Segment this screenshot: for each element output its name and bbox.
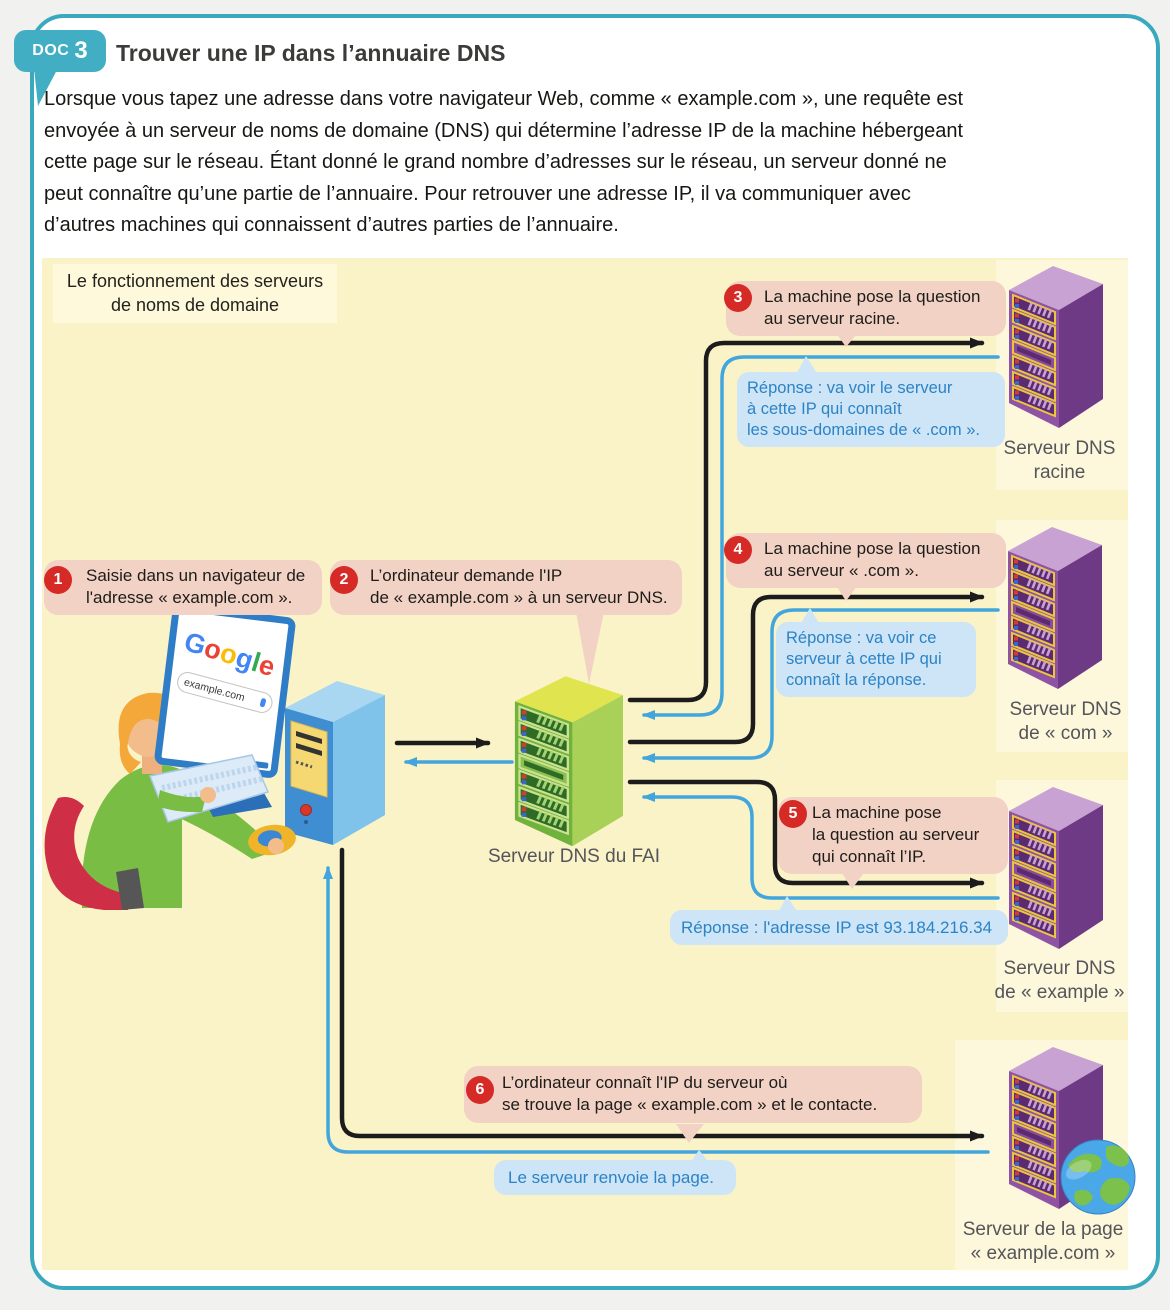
mic-icon	[259, 697, 267, 708]
server-label-page: Serveur de la page « example.com »	[962, 1219, 1124, 1264]
server-label-com: Serveur DNS de « com »	[1009, 699, 1122, 744]
step-bubble-6: L’ordinateur connaît l'IP du serveur où …	[464, 1066, 922, 1123]
step-number-3: 3	[724, 284, 752, 312]
response-bubble-com: Réponse : va voir ce serveur à cette IP …	[776, 622, 976, 697]
step-number-5: 5	[779, 800, 807, 828]
step-bubble-5: La machine pose la question au serveur q…	[778, 797, 1008, 874]
step-bubble-1: Saisie dans un navigateur de l'adresse «…	[44, 560, 322, 615]
step-bubble-3: La machine pose la question au serveur r…	[726, 281, 1006, 336]
response-bubble-example: Réponse : l'adresse IP est 93.184.216.34	[670, 910, 1008, 945]
diagram-title: Le fonctionnement des serveurs de noms d…	[53, 264, 337, 323]
page-title: Trouver une IP dans l’annuaire DNS	[116, 40, 506, 66]
step-number-1: 1	[44, 566, 72, 594]
server-label-example: Serveur DNS de « example »	[994, 958, 1125, 1003]
diagram-title-line: de noms de domaine	[110, 295, 280, 315]
step-bubble-4: La machine pose la question au serveur «…	[726, 533, 1006, 588]
doc-badge-label: DOC	[32, 42, 70, 59]
server-label-fai: Serveur DNS du FAI	[487, 846, 661, 867]
doc-badge-number: 3	[74, 37, 88, 64]
search-value: example.com	[182, 675, 247, 704]
step-bubble-2: L’ordinateur demande l'IP de « example.c…	[330, 560, 682, 615]
step-number-4: 4	[724, 536, 752, 564]
intro-paragraph: Lorsque vous tapez une adresse dans votr…	[44, 88, 964, 236]
server-label-racine: Serveur DNS racine	[1003, 438, 1116, 483]
monitor: Google example.com	[153, 603, 297, 779]
screen-taskbar	[238, 759, 269, 769]
doc-badge: DOC 3	[14, 30, 106, 72]
response-bubble-page: Le serveur renvoie la page.	[494, 1160, 736, 1195]
step-number-2: 2	[330, 566, 358, 594]
step-number-6: 6	[466, 1076, 494, 1104]
diagram-title-line: Le fonctionnement des serveurs	[66, 271, 324, 291]
response-bubble-racine: Réponse : va voir le serveur à cette IP …	[737, 372, 1005, 447]
